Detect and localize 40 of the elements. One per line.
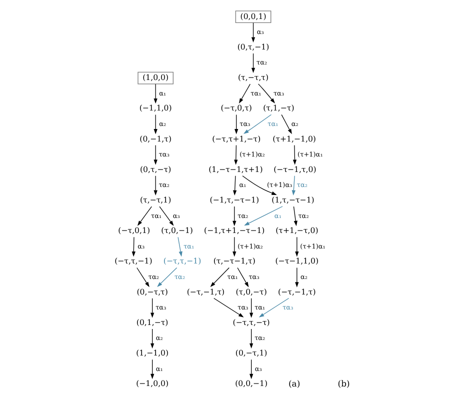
arrow xyxy=(281,114,292,134)
arrow xyxy=(150,359,154,380)
arrow xyxy=(214,298,244,318)
arrow xyxy=(234,114,238,134)
arrow xyxy=(154,84,158,104)
arrow xyxy=(293,206,298,226)
arrow xyxy=(250,359,254,380)
arrow xyxy=(237,267,249,288)
arrow xyxy=(251,53,256,74)
arrow xyxy=(154,176,158,196)
arrow xyxy=(210,267,230,288)
arrow xyxy=(137,206,152,226)
arrow xyxy=(157,267,178,288)
arrow xyxy=(258,298,290,318)
arrow xyxy=(295,267,299,288)
arrow xyxy=(150,328,154,349)
arrow xyxy=(150,298,154,318)
label: (b) xyxy=(338,378,350,388)
arrow xyxy=(233,176,237,196)
arrow xyxy=(178,236,182,257)
arrow xyxy=(258,84,275,104)
arrow xyxy=(154,114,158,134)
arrow xyxy=(250,298,254,318)
arrow xyxy=(251,22,256,42)
label: (a) xyxy=(288,378,300,388)
arrow xyxy=(154,144,158,165)
arrow xyxy=(234,144,238,165)
arrow xyxy=(232,206,236,226)
arrow xyxy=(132,236,136,257)
arrow xyxy=(292,144,297,165)
arrow xyxy=(242,176,277,195)
arrow xyxy=(295,236,299,257)
arrow xyxy=(159,206,174,226)
arrow xyxy=(232,236,236,257)
arrow xyxy=(244,114,272,134)
arrow xyxy=(238,84,250,104)
arrow xyxy=(244,206,283,226)
arrow xyxy=(250,328,254,349)
arrow xyxy=(136,267,150,288)
arrow xyxy=(292,176,296,196)
